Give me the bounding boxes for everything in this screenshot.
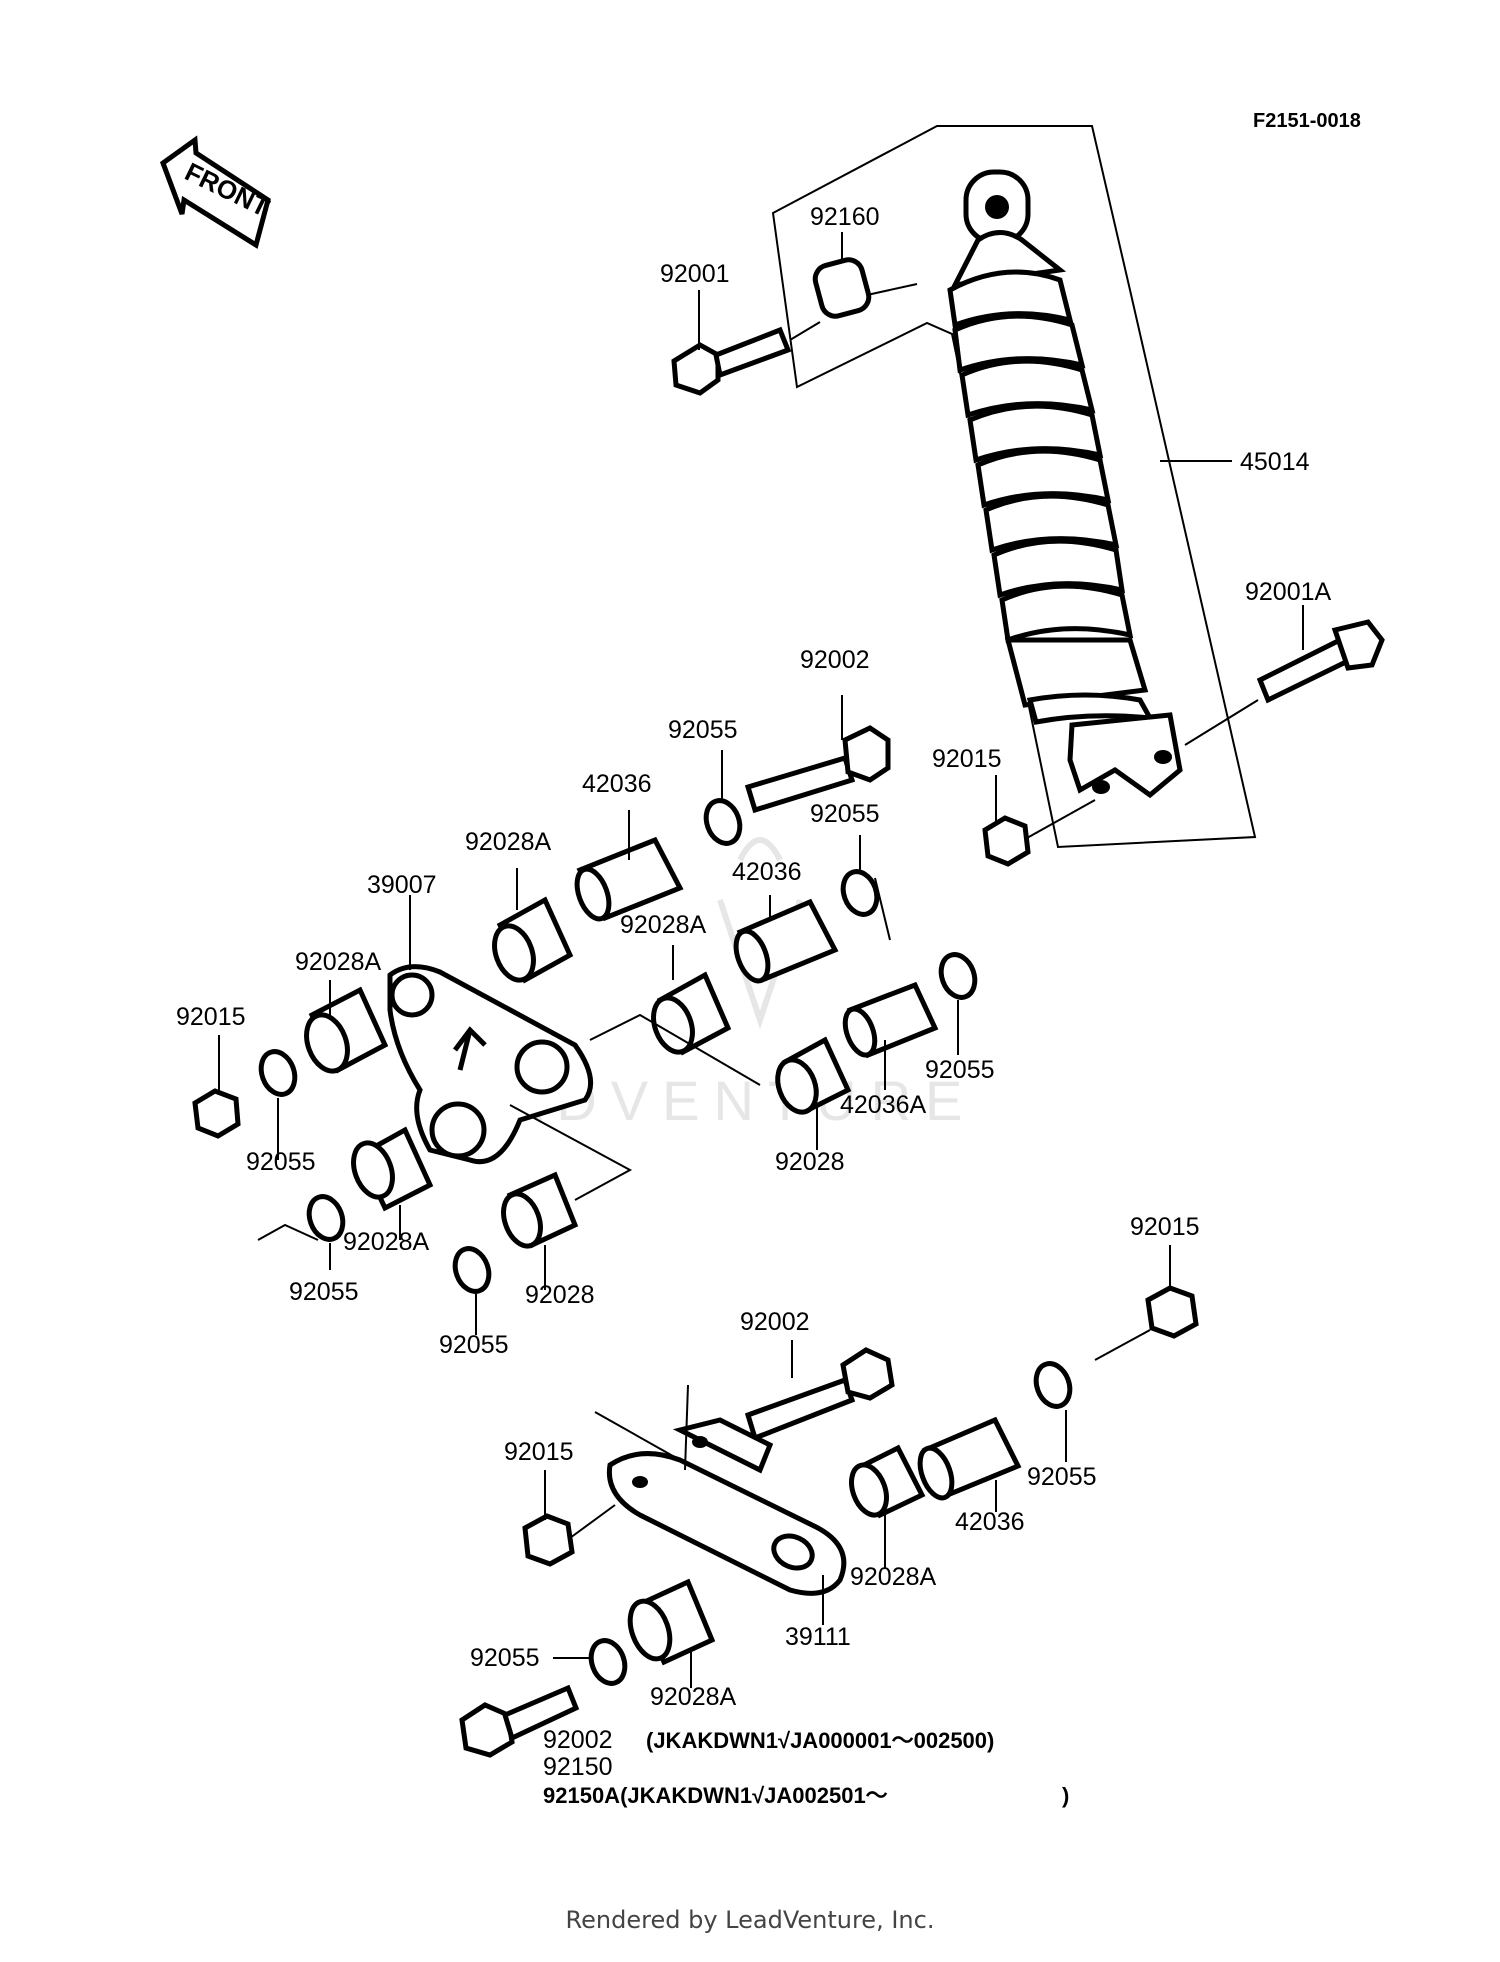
washer-92055-f <box>452 1246 492 1294</box>
label-92001: 92001 <box>660 260 730 288</box>
label-92055-d: 92055 <box>246 1148 316 1176</box>
label-92001A: 92001A <box>1245 578 1332 606</box>
label-92055-f: 92055 <box>439 1331 509 1359</box>
clevis-hole-front <box>1092 780 1110 794</box>
tie-rod-39111 <box>606 1417 847 1596</box>
shock-spring <box>947 269 1134 644</box>
label-42036A: 42036A <box>840 1091 927 1119</box>
label-92028A-b: 92028A <box>295 948 382 976</box>
label-39007: 39007 <box>367 871 437 899</box>
rocker-arrow-icon <box>453 1026 487 1071</box>
label-92028A-f: 92028A <box>650 1683 737 1711</box>
label-92028A-c: 92028A <box>620 911 707 939</box>
washer-92055-c <box>938 952 978 1000</box>
nut-92015-shock <box>982 815 1031 867</box>
leader-nut-right <box>1094 1329 1151 1361</box>
front-label: FRONT <box>180 156 274 222</box>
label-92028A-e: 92028A <box>850 1563 937 1591</box>
leader-tierod-left <box>594 1411 681 1461</box>
bushing-92028-b <box>501 1171 579 1249</box>
label-92055-b: 92055 <box>810 800 880 828</box>
leader-collar-shock <box>866 283 918 296</box>
label-92028A-d: 92028A <box>343 1228 430 1256</box>
label-leaders <box>218 232 1304 1688</box>
nut-92015-left <box>192 1088 241 1139</box>
washer-92055-b <box>840 869 880 917</box>
washer-b-bracket <box>874 877 891 941</box>
label-42036-b: 42036 <box>732 858 802 886</box>
leader-bolt-collar <box>789 321 821 341</box>
washer-92055-g <box>1033 1361 1073 1409</box>
bolt-92002-bottom <box>459 1684 580 1758</box>
label-92015-shock: 92015 <box>932 745 1002 773</box>
leader-nut-lower <box>569 1504 616 1539</box>
leader-92001A <box>1184 699 1259 746</box>
footer-credit: Rendered by LeadVenture, Inc. <box>565 1906 935 1934</box>
bolt-92001 <box>671 326 792 396</box>
note-range-92150A: 92150A(JKAKDWN1√JA002501～ <box>543 1783 888 1808</box>
leader-rocker-upper <box>589 1013 761 1086</box>
washer-92055-a <box>703 798 743 846</box>
shock-lower-body <box>1004 637 1149 708</box>
note-range-close: ) <box>1062 1783 1069 1808</box>
bolt-92002-upper <box>744 725 891 814</box>
label-45014: 45014 <box>1240 448 1310 476</box>
label-42036-c: 42036 <box>955 1508 1025 1536</box>
label-92015-left: 92015 <box>176 1003 246 1031</box>
bolt-92002-mid <box>744 1347 895 1442</box>
shock-top-eye-hole <box>985 195 1009 219</box>
label-92055-a: 92055 <box>668 716 738 744</box>
note-range-92002: (JKAKDWN1√JA000001～002500) <box>646 1728 994 1753</box>
label-92055-c: 92055 <box>925 1056 995 1084</box>
label-92015-right: 92015 <box>1130 1213 1200 1241</box>
label-92028-a: 92028 <box>775 1148 845 1176</box>
label-92002-mid: 92002 <box>740 1308 810 1336</box>
bolt-92001A <box>1256 619 1385 704</box>
sleeve-42036A <box>842 981 939 1059</box>
note-part-92002: 92002 <box>543 1726 613 1754</box>
nut-92015-right <box>1145 1285 1199 1339</box>
bracket-92055-pair <box>257 1223 319 1241</box>
shock-group-outline <box>771 125 1257 849</box>
leader-rocker-lower <box>509 1104 633 1201</box>
rocker-arm-39007 <box>387 964 594 1164</box>
bushing-92028-a <box>775 1036 852 1115</box>
shock-absorber <box>947 169 1183 799</box>
collar-92160 <box>812 257 872 319</box>
washer-92055-e <box>306 1194 346 1242</box>
washer-92055-h <box>588 1638 628 1686</box>
leader-tierod-pin <box>684 1384 689 1471</box>
clevis-hole-rear <box>1154 750 1172 764</box>
label-39111: 39111 <box>785 1623 851 1651</box>
label-92002-top: 92002 <box>800 646 870 674</box>
bushing-92028A-b <box>304 986 389 1074</box>
label-92055-h: 92055 <box>470 1644 540 1672</box>
front-arrow-icon: FRONT <box>159 135 274 249</box>
bushing-92028A-f <box>627 1578 716 1666</box>
shock-bottom-clevis <box>1067 712 1183 799</box>
label-42036-a: 42036 <box>582 770 652 798</box>
bushing-92028A-d <box>351 1126 434 1212</box>
label-92028-b: 92028 <box>525 1281 595 1309</box>
label-92015-lower: 92015 <box>504 1438 574 1466</box>
sleeve-42036-b <box>733 898 839 984</box>
diagram-code: F2151-0018 <box>1253 110 1361 132</box>
bushing-92028A-e <box>849 1444 926 1519</box>
washer-92055-d <box>258 1049 298 1097</box>
label-92055-e: 92055 <box>289 1278 359 1306</box>
bushing-92028A-a <box>492 896 574 984</box>
nut-92015-lower <box>522 1513 575 1567</box>
label-92160: 92160 <box>810 203 880 231</box>
leader-nut-shock <box>1026 799 1096 839</box>
bushing-92028A-c <box>651 971 732 1056</box>
label-92028A-a: 92028A <box>465 828 552 856</box>
note-part-92150: 92150 <box>543 1753 613 1781</box>
sleeve-42036-c <box>917 1416 1022 1501</box>
label-92055-g: 92055 <box>1027 1463 1097 1491</box>
